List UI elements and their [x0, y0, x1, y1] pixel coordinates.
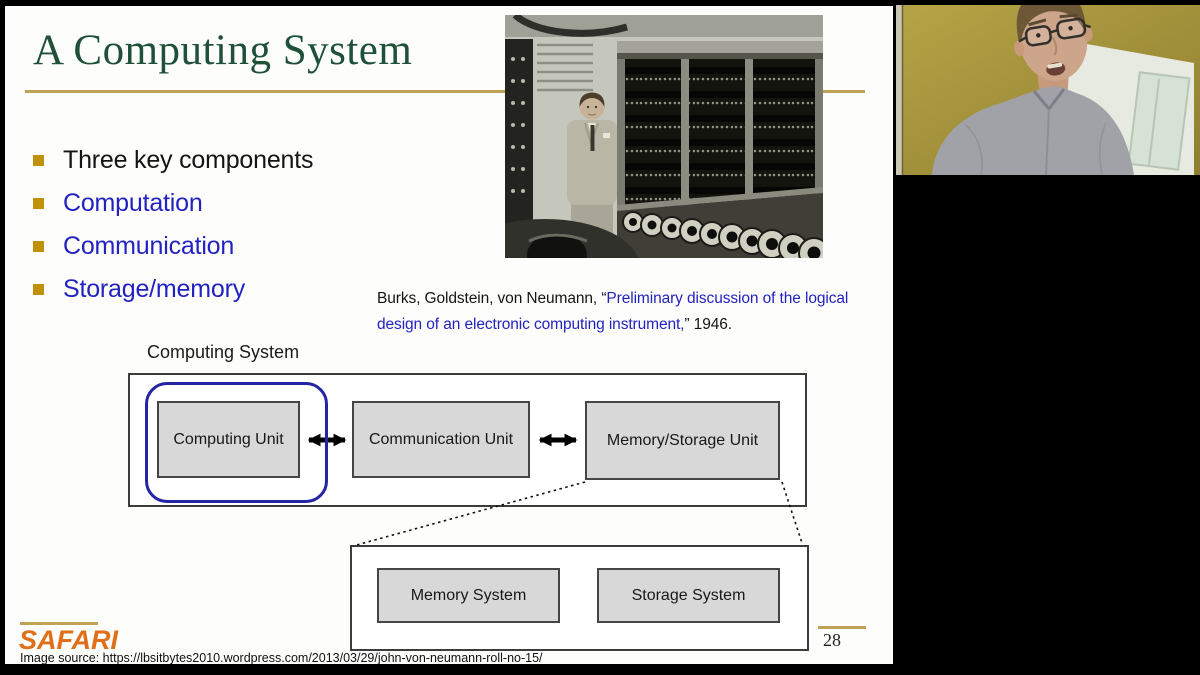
memory-storage-unit-box: Memory/Storage Unit [585, 401, 780, 480]
bullet-item: Computation [33, 182, 453, 225]
bullet-label: Storage/memory [63, 275, 245, 303]
safari-logo: SAFARI [19, 625, 119, 655]
bullet-item: Storage/memory [33, 268, 453, 311]
bullet-square-icon [33, 155, 44, 166]
bullet-square-icon [33, 284, 44, 295]
bullet-label: Computation [63, 189, 203, 217]
bullet-item: Communication [33, 225, 453, 268]
citation-authors: Burks, Goldstein, von Neumann, “ [377, 290, 607, 307]
memory-system-box: Memory System [377, 568, 560, 623]
title-underline [25, 90, 865, 93]
citation-paper-title: Preliminary discussion of the logical de… [377, 290, 849, 333]
storage-system-box: Storage System [597, 568, 780, 623]
presenter-webcam [896, 5, 1200, 175]
bullet-list: Three key components Computation Communi… [33, 139, 453, 311]
citation-year: ” 1946. [684, 316, 732, 333]
communication-unit-box: Communication Unit [352, 401, 530, 478]
presenter-video [896, 5, 1200, 175]
presentation-slide: A Computing System Three key components … [5, 6, 893, 664]
von-neumann-photo [505, 15, 823, 258]
logo-rule [20, 622, 98, 625]
presenter-shirt [932, 86, 1134, 175]
diagram-title: Computing System [147, 342, 300, 362]
presenter-face [1014, 5, 1093, 81]
bullet-label: Three key components [63, 146, 314, 174]
page-number: 28 [823, 630, 841, 650]
bullet-item: Three key components [33, 139, 453, 182]
page-number-rule [818, 626, 866, 629]
bullet-label: Communication [63, 232, 235, 260]
computing-unit-box: Computing Unit [157, 401, 300, 478]
slide-title: A Computing System [33, 27, 413, 74]
bullet-square-icon [33, 198, 44, 209]
citation: Burks, Goldstein, von Neumann, “Prelimin… [377, 286, 871, 338]
image-source-text: Image source: https://lbsitbytes2010.wor… [20, 651, 547, 664]
bullet-square-icon [33, 241, 44, 252]
